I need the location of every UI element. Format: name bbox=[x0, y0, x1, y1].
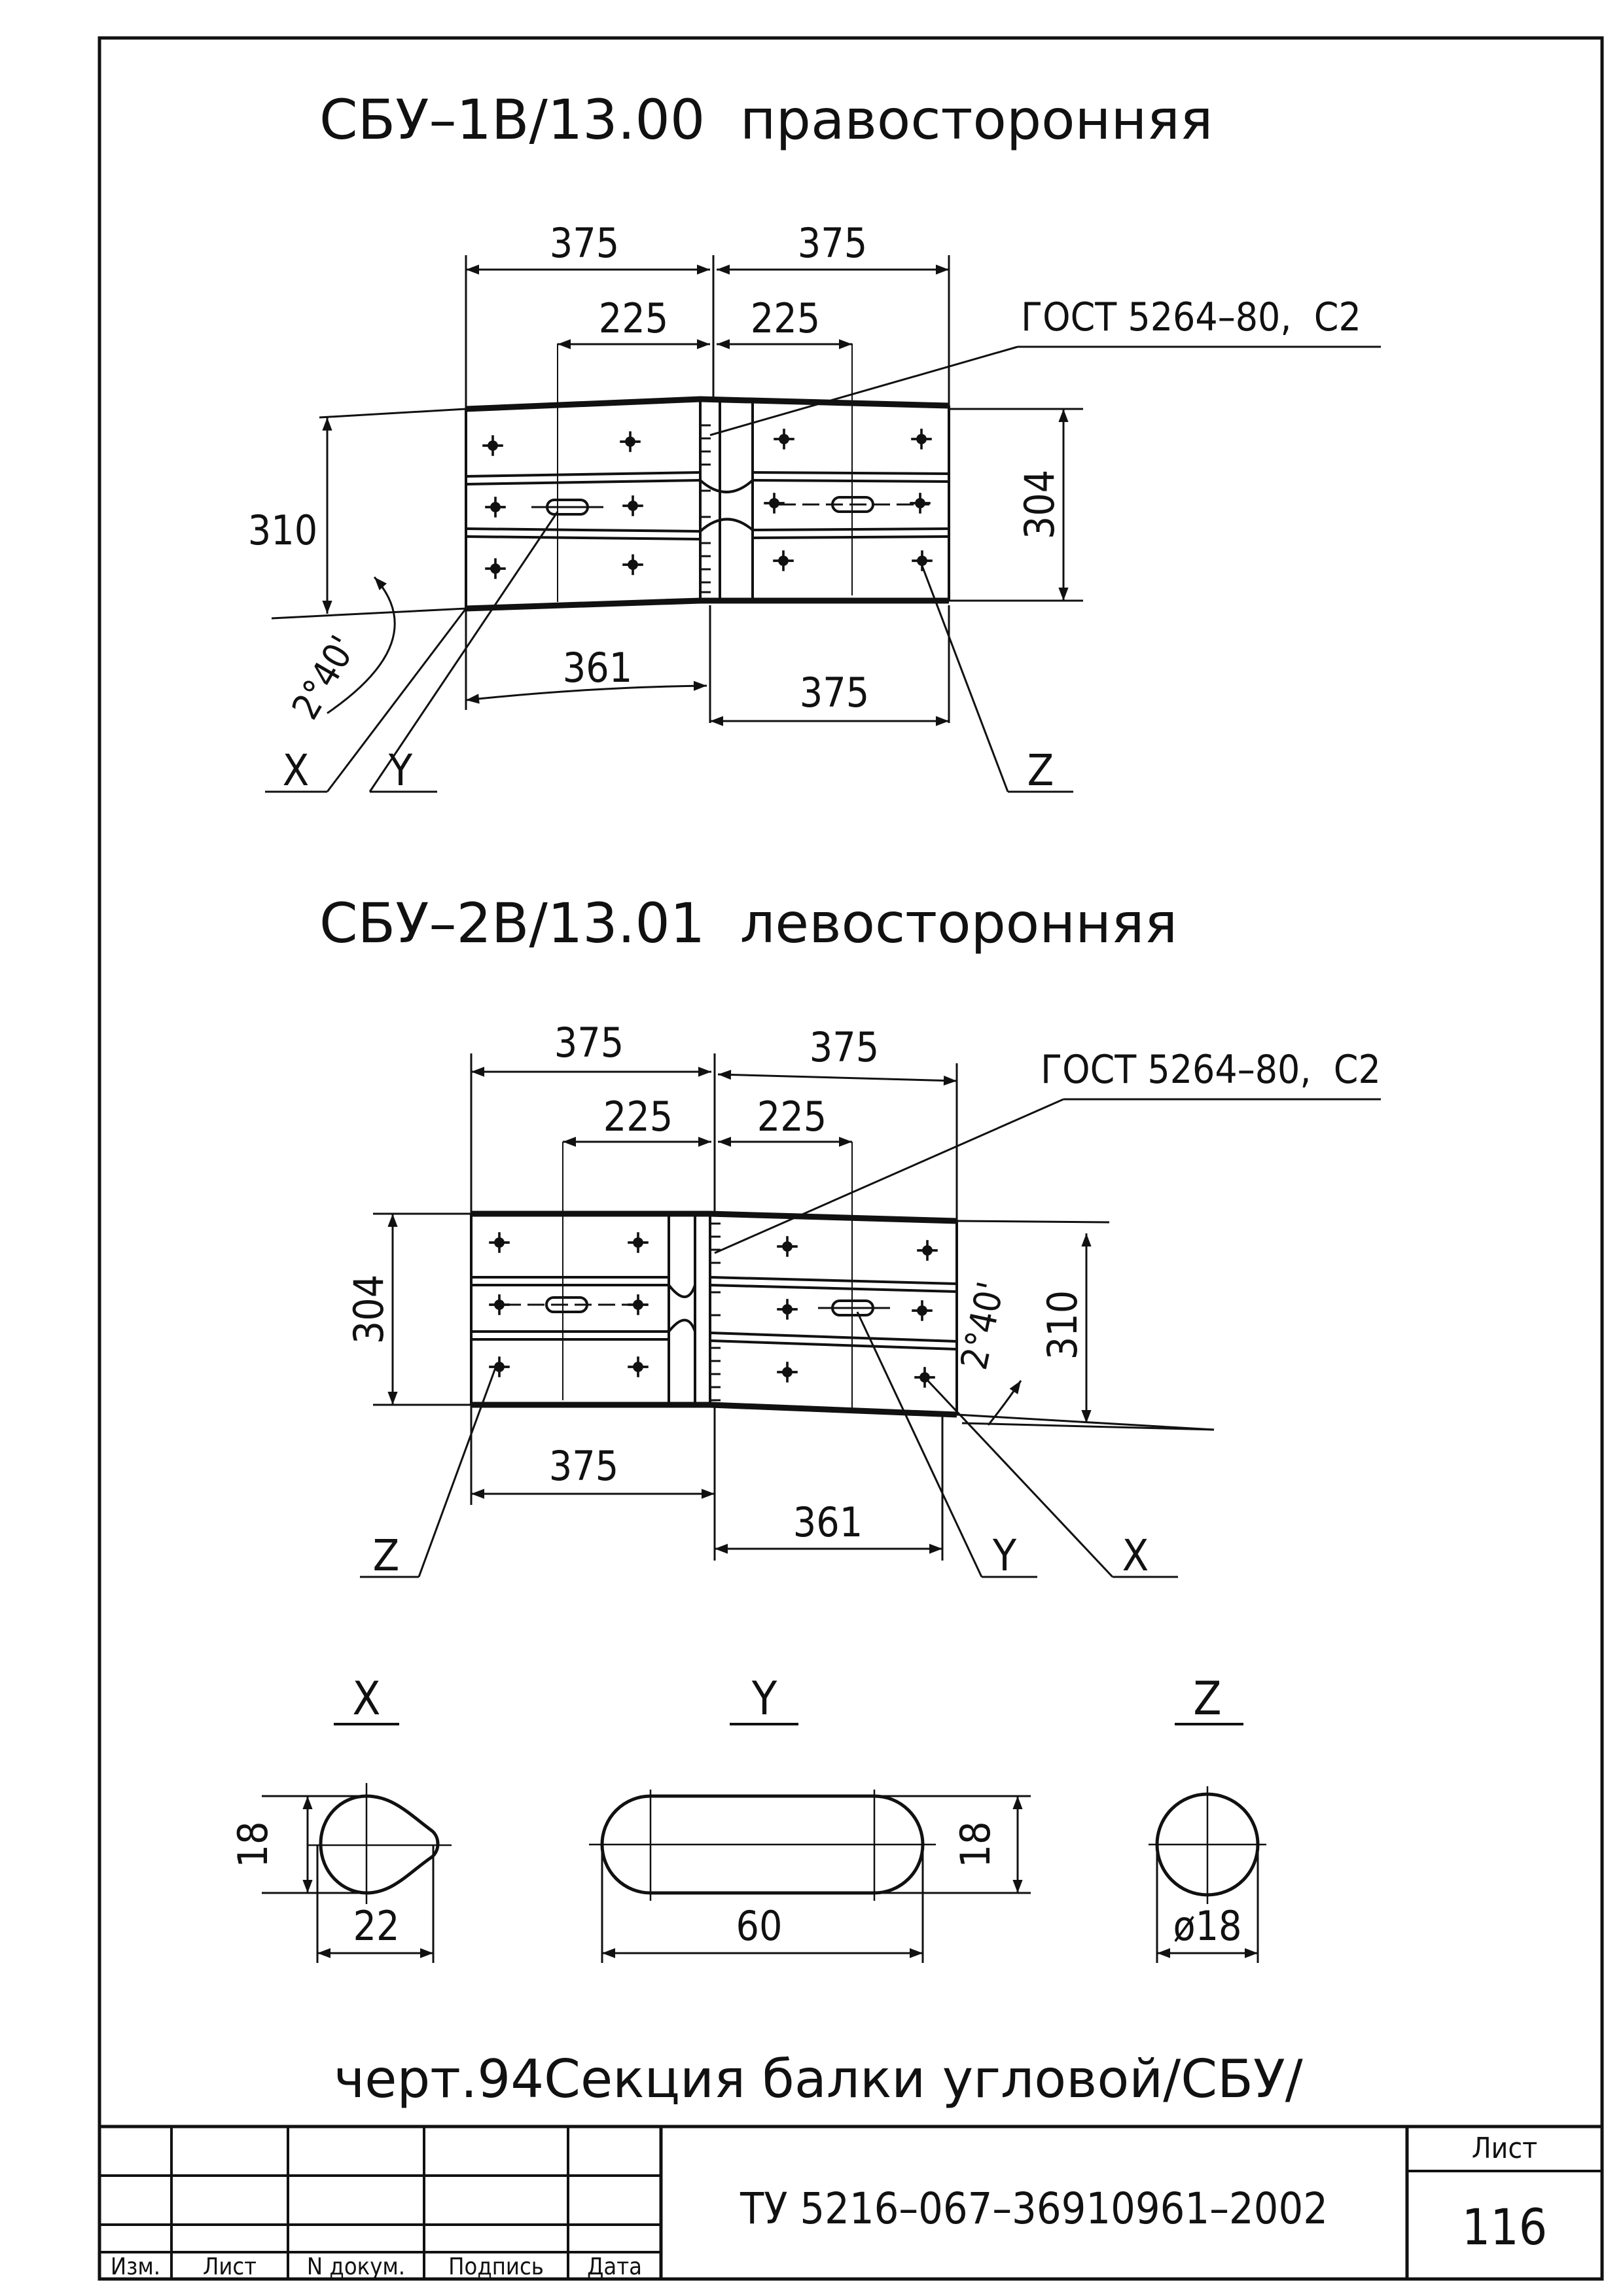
view2-callout-z: Z bbox=[373, 1530, 400, 1581]
view1-callout-x: X bbox=[283, 745, 310, 796]
sheet-frame bbox=[98, 36, 1604, 2281]
view2-dim-bottom-right: 361 bbox=[793, 1498, 863, 1546]
view2-dim-height-left: 304 bbox=[345, 1275, 393, 1344]
view1-dim-top-left: 375 bbox=[550, 219, 619, 267]
view2-dimensions bbox=[360, 1053, 1381, 1578]
col-izm-label: Изм. bbox=[111, 2253, 160, 2280]
sheet-label: Лист bbox=[1472, 2132, 1537, 2165]
view1-weld-note: ГОСТ 5264–80, С2 bbox=[1021, 294, 1361, 340]
detail-y-dim-h: 18 bbox=[952, 1822, 999, 1868]
view1-dimensions bbox=[265, 255, 1381, 793]
view2-dim-top-right: 375 bbox=[810, 1023, 879, 1071]
view2-dim-mid-right: 225 bbox=[757, 1093, 827, 1140]
view1-angle: 2°40' bbox=[284, 629, 365, 727]
detail-y: Y 18 60 bbox=[589, 1672, 1031, 1963]
view1-dim-bottom-right: 375 bbox=[800, 669, 869, 716]
detail-z: Z ø18 bbox=[1149, 1672, 1266, 1963]
drawing-caption: черт.94Секция балки угловой/СБУ/ bbox=[334, 2049, 1303, 2110]
view1-dim-height-left: 310 bbox=[248, 506, 317, 554]
view2-weld-note: ГОСТ 5264–80, С2 bbox=[1041, 1047, 1381, 1093]
detail-x: X 18 22 bbox=[229, 1672, 452, 1963]
view1-title: СБУ–1В/13.00 правосторонняя bbox=[319, 88, 1213, 152]
document-designation: ТУ 5216–067–36910961–2002 bbox=[740, 2183, 1328, 2234]
col-list-label: Лист bbox=[203, 2253, 257, 2280]
view2-dim-height-right: 310 bbox=[1039, 1290, 1086, 1360]
detail-z-label: Z bbox=[1193, 1672, 1221, 1725]
detail-z-dim-d: ø18 bbox=[1173, 1902, 1241, 1950]
view2-dim-bottom-left: 375 bbox=[549, 1442, 618, 1490]
col-date-label: Дата bbox=[587, 2253, 642, 2280]
view2: СБУ–2В/13.01 левосторонняя bbox=[319, 891, 1381, 1581]
sheet-number: 116 bbox=[1462, 2198, 1547, 2256]
view2-angle: 2°40' bbox=[953, 1278, 1013, 1373]
view2-beam bbox=[470, 1142, 958, 1418]
view1-callout-z: Z bbox=[1027, 745, 1054, 796]
detail-x-label: X bbox=[352, 1672, 380, 1725]
view1-callout-y: Y bbox=[388, 745, 413, 796]
view1-dim-height-right: 304 bbox=[1016, 470, 1063, 539]
detail-x-dim-h: 18 bbox=[229, 1822, 277, 1868]
view2-holes bbox=[488, 1231, 938, 1388]
view2-title: СБУ–2В/13.01 левосторонняя bbox=[319, 891, 1177, 955]
view2-callout-x: X bbox=[1122, 1530, 1149, 1581]
view2-dim-mid-left: 225 bbox=[603, 1093, 673, 1140]
col-sign-label: Подпись bbox=[448, 2253, 544, 2280]
view1-dim-top-right: 375 bbox=[798, 219, 867, 267]
col-ndoc-label: N докум. bbox=[307, 2253, 405, 2280]
detail-y-label: Y bbox=[751, 1672, 777, 1725]
view2-callout-y: Y bbox=[992, 1530, 1017, 1581]
detail-y-dim-w: 60 bbox=[736, 1902, 783, 1950]
view2-dim-top-left: 375 bbox=[554, 1019, 624, 1067]
view1-dim-mid-left: 225 bbox=[599, 294, 668, 342]
view1-beam bbox=[465, 344, 950, 612]
title-block bbox=[99, 2125, 1602, 2279]
view1-dim-mid-right: 225 bbox=[751, 294, 820, 342]
detail-x-dim-w: 22 bbox=[353, 1902, 400, 1950]
view1-dim-bottom-left: 361 bbox=[563, 644, 632, 692]
view1: СБУ–1В/13.00 правосторонняя bbox=[248, 88, 1381, 796]
